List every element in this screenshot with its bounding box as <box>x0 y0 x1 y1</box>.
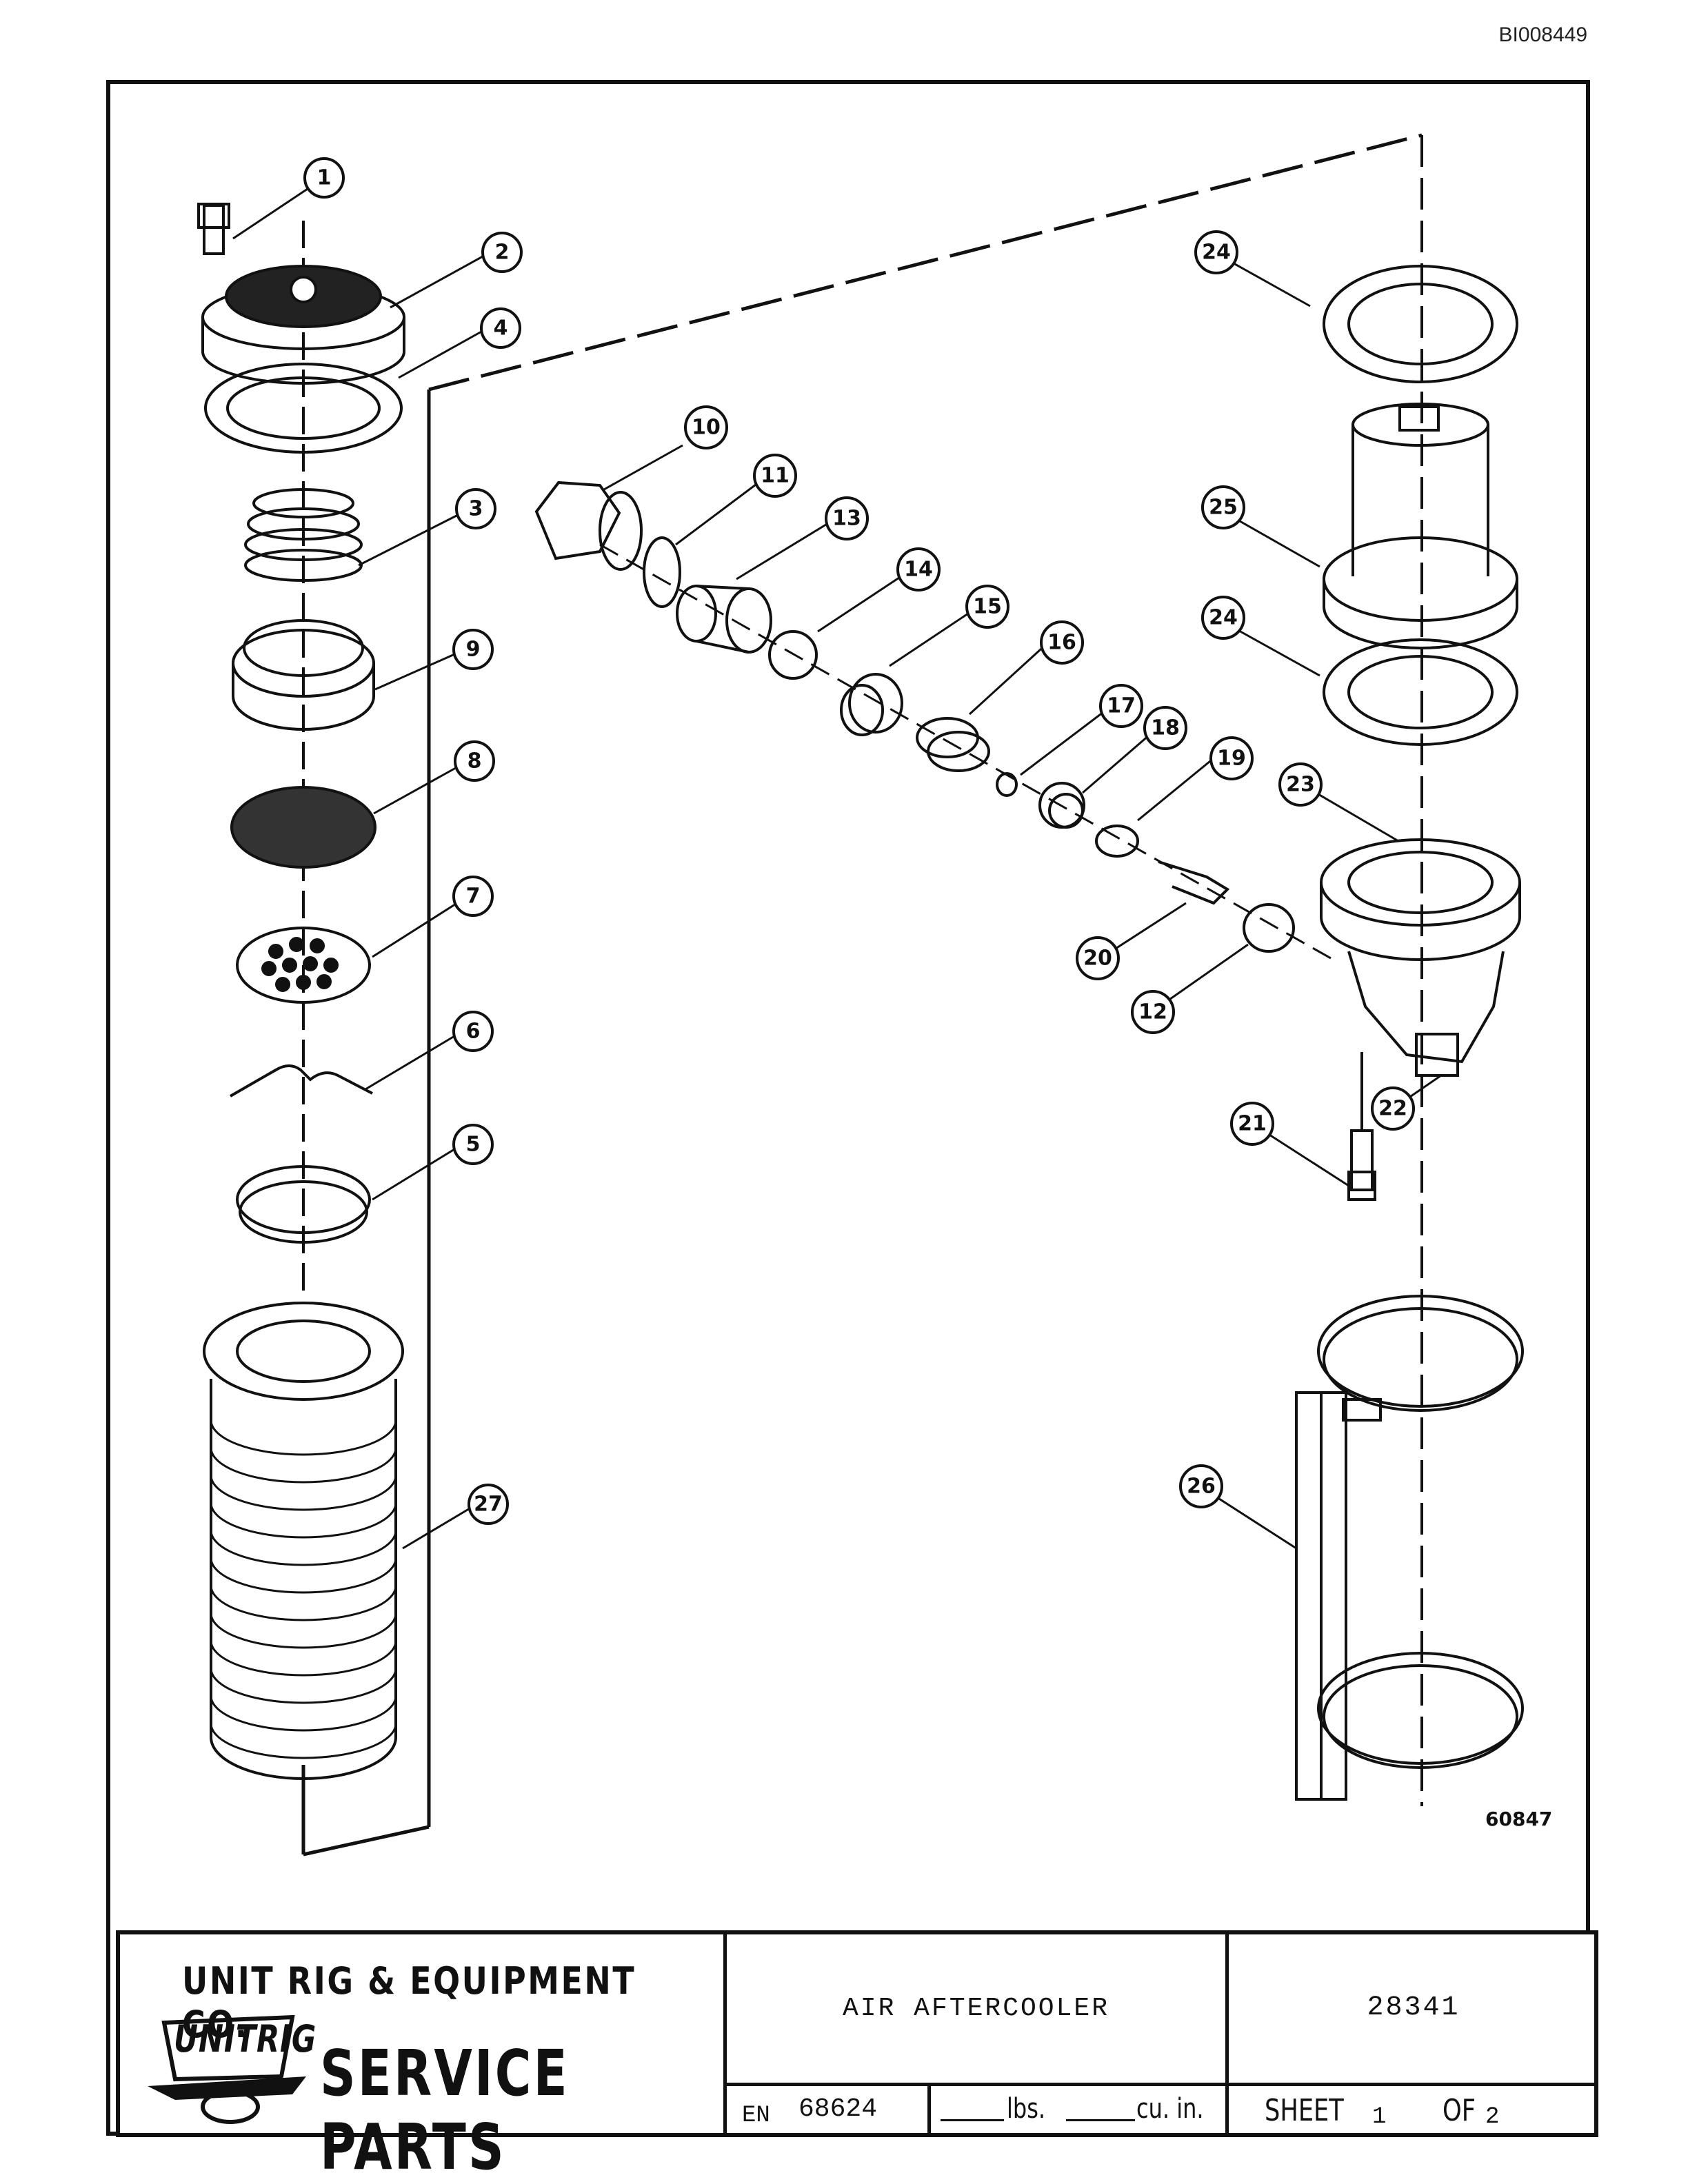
part-name: AIR AFTERCOOLER <box>842 1994 1110 2023</box>
callout-16: 16 <box>1047 631 1076 655</box>
callout-26: 26 <box>1187 1475 1216 1499</box>
en-number: 68624 <box>798 2094 878 2124</box>
logo-wing-icon <box>148 2014 306 2124</box>
part-number: 28341 <box>1367 1992 1460 2023</box>
callout-15: 15 <box>973 595 1002 619</box>
company-panel: UNIT RIG & EQUIPMENT CO. UNITRIG SERVICE… <box>120 1934 727 2184</box>
drawing-number: 60847 <box>1485 1808 1553 1830</box>
callout-6: 6 <box>466 1020 481 1044</box>
document-id: BI008449 <box>1498 23 1587 46</box>
callout-4: 4 <box>494 316 508 341</box>
callout-12: 12 <box>1138 1000 1167 1024</box>
unit-rig-logo: UNITRIG <box>134 2010 320 2127</box>
callout-2: 2 <box>495 241 510 265</box>
callout-21: 21 <box>1238 1112 1267 1136</box>
part-number-cell: 28341 <box>1229 1934 1598 2086</box>
callout-24-lower: 24 <box>1209 606 1238 630</box>
callout-9: 9 <box>466 638 481 662</box>
sheet-cell: SHEET 1 OF 2 <box>1229 2086 1598 2133</box>
en-label: EN <box>742 2103 770 2129</box>
callout-27: 27 <box>474 1493 503 1517</box>
callout-17: 17 <box>1107 694 1136 718</box>
company-name: UNIT RIG & EQUIPMENT CO. <box>182 1959 636 2046</box>
callout-8: 8 <box>468 749 482 774</box>
callout-14: 14 <box>904 558 933 582</box>
callout-5: 5 <box>466 1133 481 1157</box>
callout-23: 23 <box>1286 773 1315 797</box>
callout-13: 13 <box>832 507 861 531</box>
callout-7: 7 <box>466 884 481 909</box>
callout-19: 19 <box>1217 747 1246 771</box>
callout-22: 22 <box>1378 1097 1407 1121</box>
lbs-label: lbs. <box>1007 2093 1046 2125</box>
callout-18: 18 <box>1151 716 1180 740</box>
callout-1: 1 <box>317 166 332 190</box>
part-name-cell: AIR AFTERCOOLER <box>727 1934 1229 2086</box>
of-label: OF <box>1443 2093 1476 2128</box>
logo-text: UNITRIG <box>174 2017 317 2061</box>
lbs-blank <box>941 2119 1004 2121</box>
callout-3: 3 <box>469 497 483 521</box>
weight-volume-cell: lbs. cu. in. <box>931 2086 1229 2133</box>
title-block-bottom-row: EN 68624 lbs. cu. in. SHEET 1 OF 2 <box>727 2086 1598 2133</box>
sheet-label: SHEET <box>1265 2093 1344 2128</box>
title-block: UNIT RIG & EQUIPMENT CO. UNITRIG SERVICE… <box>116 1930 1598 2184</box>
sheet-total: 2 <box>1485 2104 1500 2130</box>
callout-20: 20 <box>1083 947 1112 971</box>
callout-25: 25 <box>1209 496 1238 520</box>
service-parts-heading: SERVICE PARTS <box>320 2036 570 2184</box>
callout-11: 11 <box>761 464 790 488</box>
callout-24-top: 24 <box>1202 241 1231 265</box>
cu-in-label: cu. in. <box>1136 2093 1204 2125</box>
callout-10: 10 <box>692 416 721 440</box>
cu-in-blank <box>1066 2119 1135 2121</box>
en-cell: EN 68624 <box>727 2086 931 2133</box>
sheet-number: 1 <box>1372 2104 1387 2130</box>
